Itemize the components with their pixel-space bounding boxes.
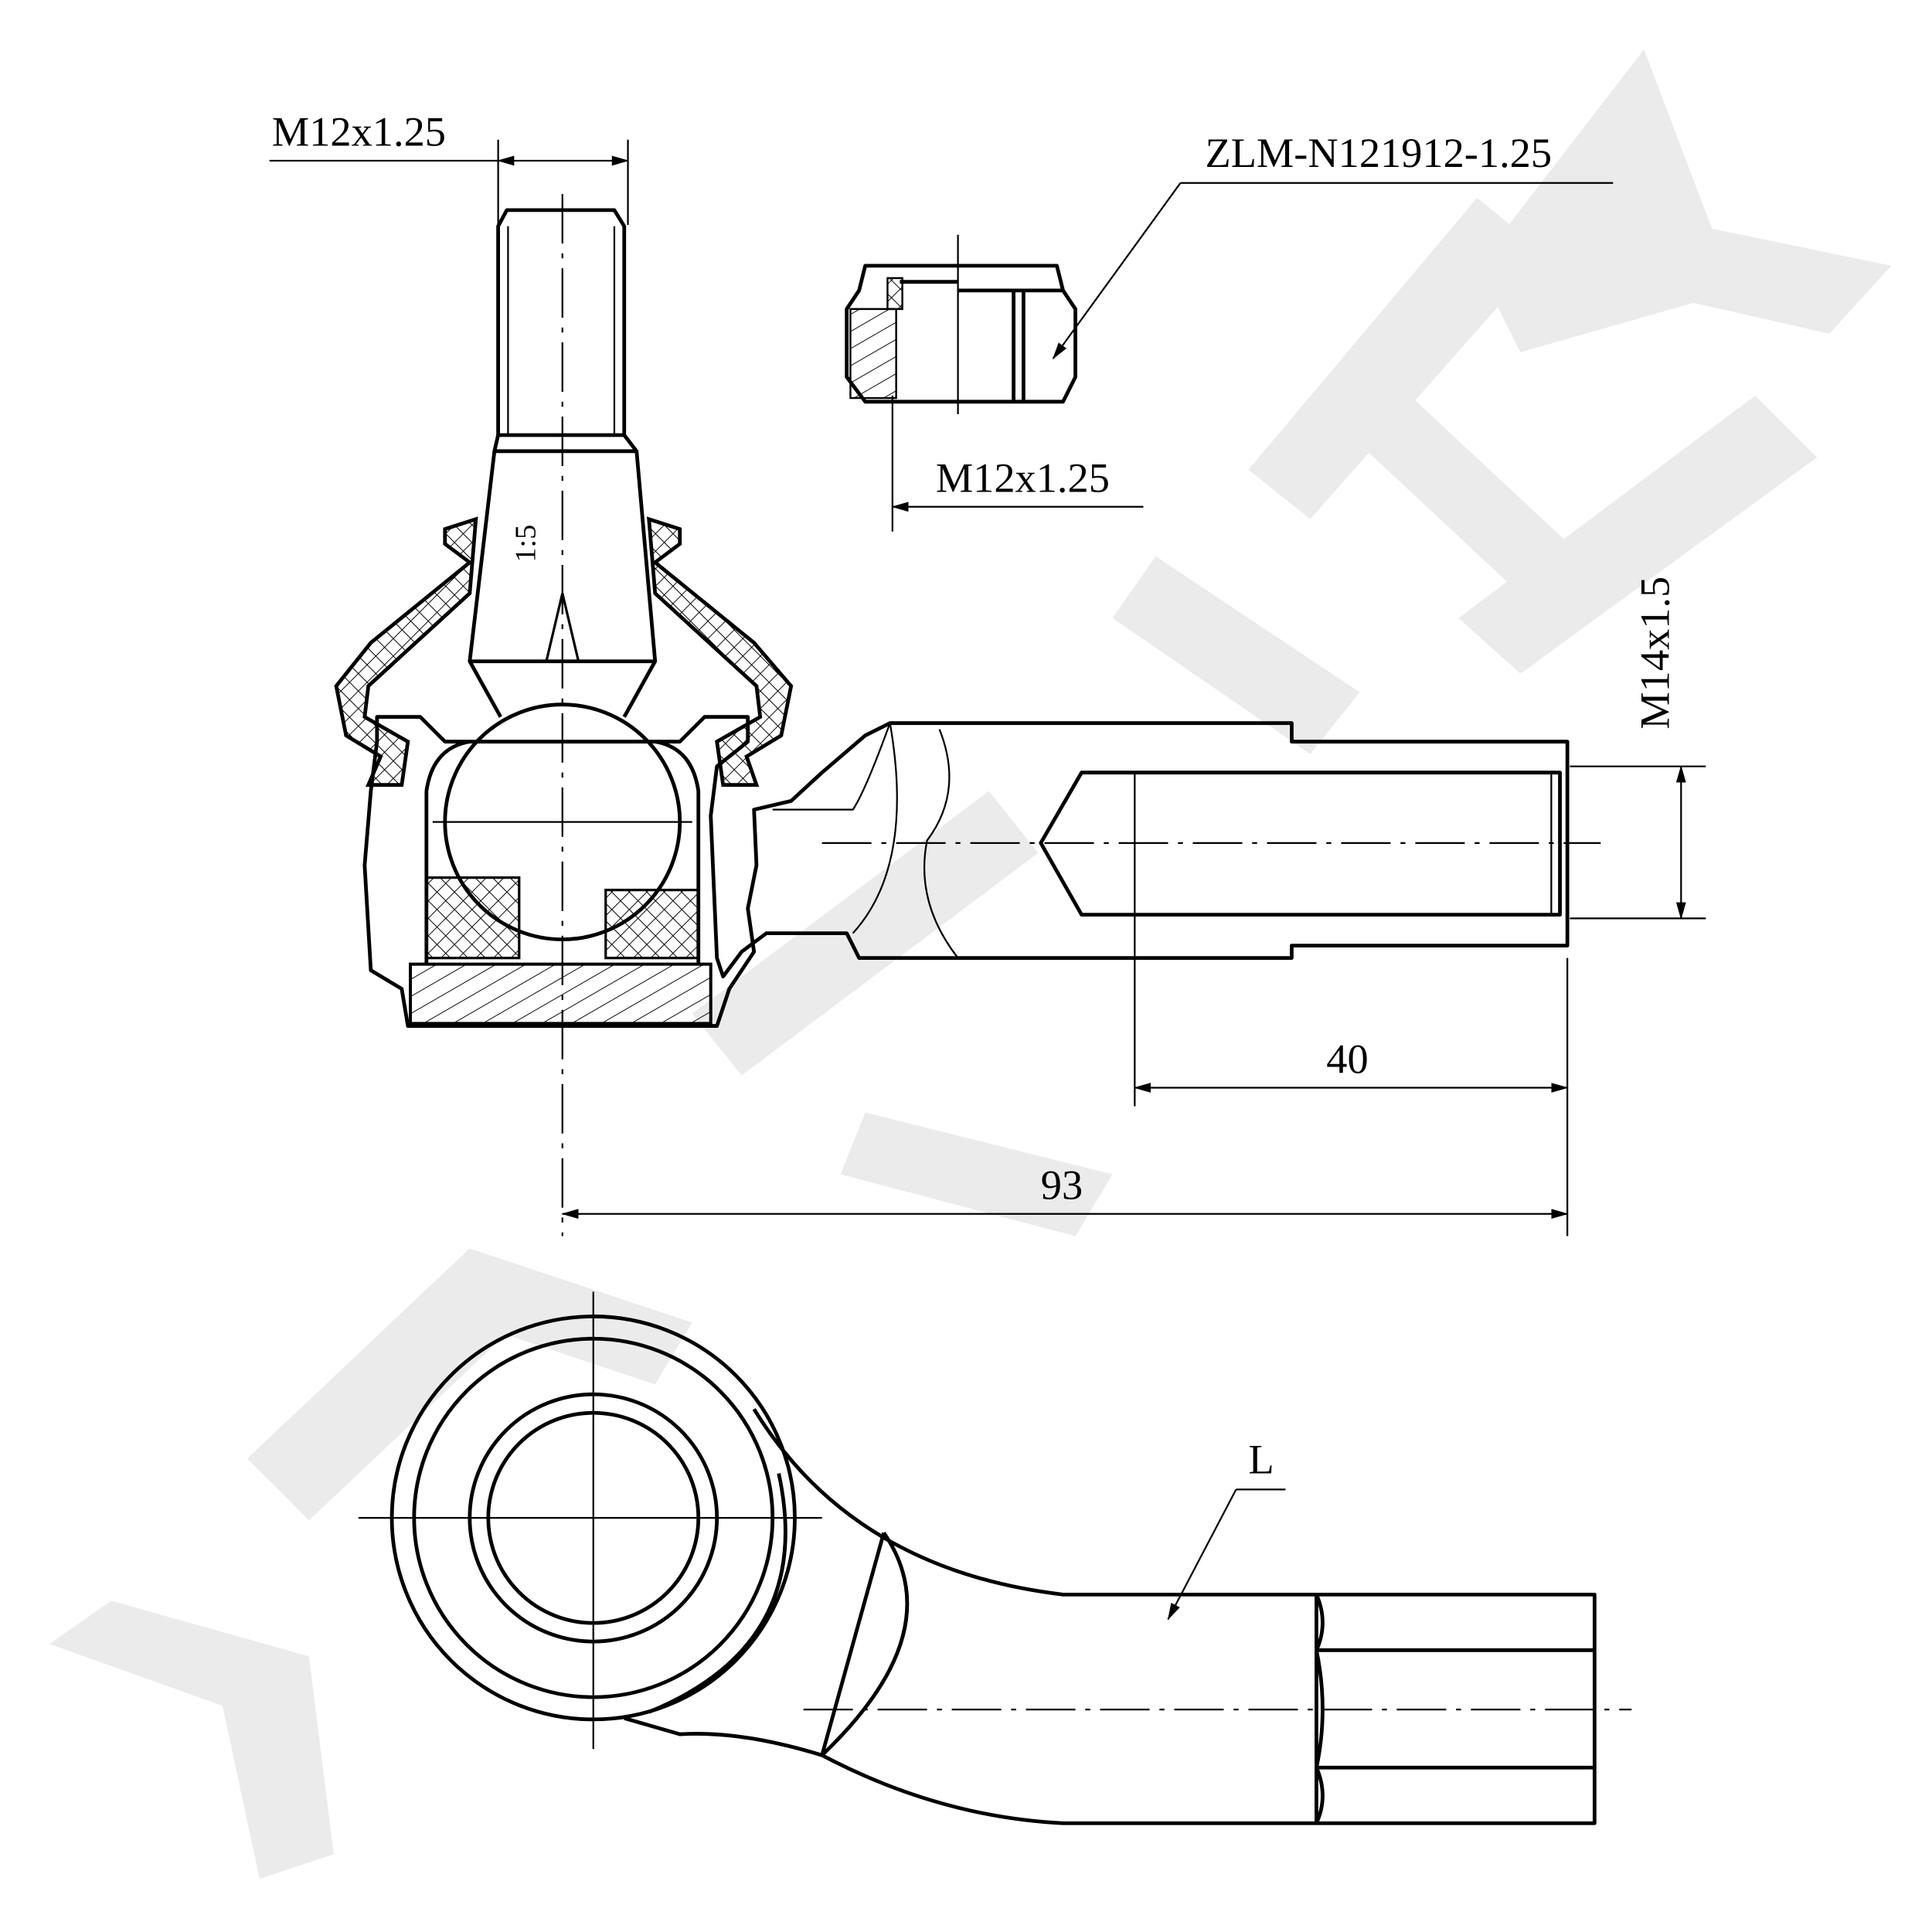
taper-label: 1:5	[510, 525, 543, 563]
ball-stud: 1:5	[432, 194, 692, 1236]
dimension-40: 40	[1133, 914, 1569, 1236]
dimension-stud-thread: M12x1.25	[269, 109, 630, 226]
dust-boot	[334, 516, 794, 787]
stud-thread-label: M12x1.25	[272, 109, 446, 155]
nut-thread-label: M12x1.25	[936, 455, 1110, 502]
overall-length-label: 93	[1041, 1162, 1083, 1209]
housing	[362, 715, 1570, 1028]
dimension-shank-thread: M14x1.5	[1570, 577, 1706, 920]
dimension-nut-thread: M12x1.25	[891, 395, 1144, 532]
top-view: L	[358, 1291, 1632, 1825]
shank-thread-label: M14x1.5	[1631, 577, 1678, 730]
callout-nut-part-number: ZLM-N121912-1.25	[1052, 130, 1614, 360]
thread-length-label: 40	[1326, 1036, 1368, 1082]
length-mark-label: L	[1248, 1437, 1274, 1483]
dimension-93: 93	[561, 1162, 1569, 1219]
lock-nut	[845, 234, 1077, 414]
watermark-logo	[49, 49, 1892, 1879]
nut-part-number-label: ZLM-N121912-1.25	[1206, 130, 1553, 176]
threaded-shank	[821, 770, 1601, 917]
